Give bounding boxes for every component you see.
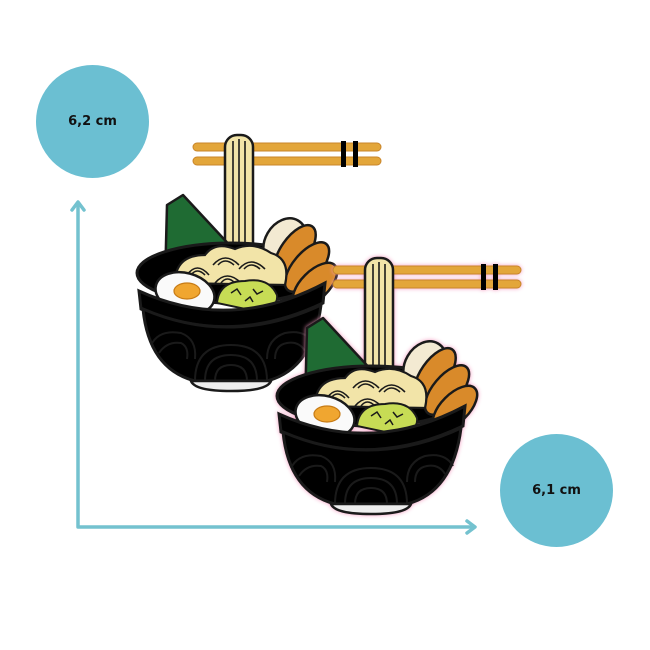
width-label: 6,1 cm [532, 483, 581, 498]
height-badge: 6,2 cm [36, 65, 149, 178]
height-label: 6,2 cm [68, 114, 117, 129]
arrow-right-icon [465, 519, 477, 535]
width-badge: 6,1 cm [500, 434, 613, 547]
arrow-up-icon [70, 200, 86, 212]
vertical-arrow-line [76, 201, 476, 529]
